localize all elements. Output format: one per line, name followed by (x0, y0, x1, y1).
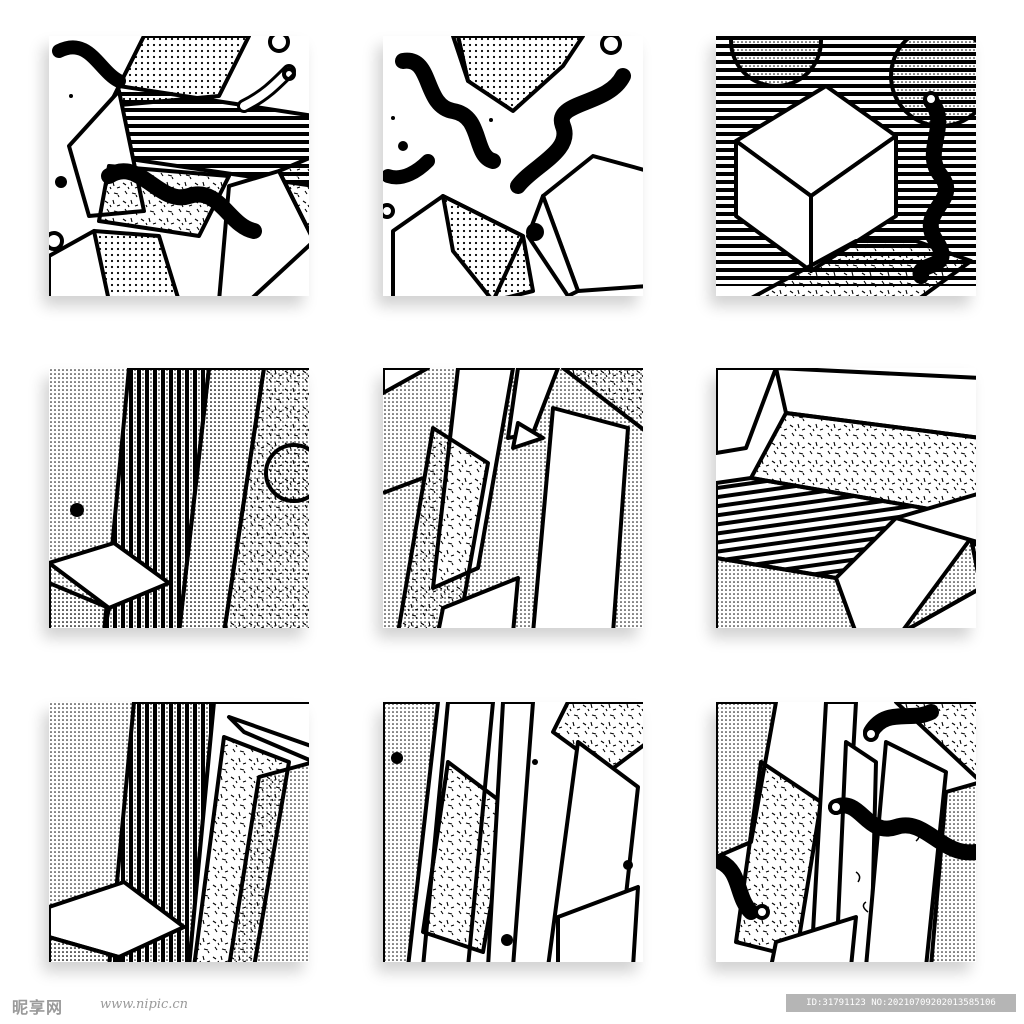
watermark-url: www.nipic.cn (100, 997, 189, 1012)
tile-parallelogram-columns (383, 702, 643, 962)
watermark-logo-text: 昵享网 (12, 998, 64, 1017)
memphis-pattern-art (716, 702, 976, 962)
memphis-pattern-art (716, 368, 976, 628)
tile-prisms-worms (716, 702, 976, 962)
tile-cube-worms-stripes (49, 36, 309, 296)
tile-slanted-prisms (383, 368, 643, 628)
memphis-pattern-art (49, 36, 309, 296)
tile-corner-pillar (49, 702, 309, 962)
watermark-id-badge: ID:31791123 NO:20210709202013585106 (786, 994, 1016, 1012)
memphis-pattern-art (49, 702, 309, 962)
memphis-pattern-art (383, 36, 643, 296)
memphis-pattern-art (383, 702, 643, 962)
memphis-pattern-art (716, 36, 976, 296)
tile-striped-pillar-cube (49, 368, 309, 628)
tile-striped-beam-cube (716, 368, 976, 628)
tile-striped-cube (716, 36, 976, 296)
memphis-pattern-art (383, 368, 643, 628)
memphis-pattern-art (49, 368, 309, 628)
tile-rhombus-worms (383, 36, 643, 296)
